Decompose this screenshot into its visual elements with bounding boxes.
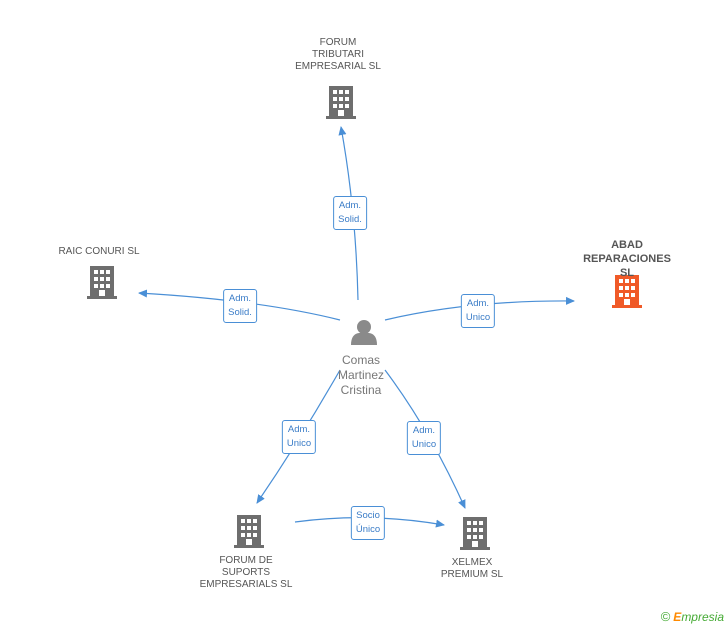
- brand-initial: E: [673, 610, 682, 624]
- node-label-abad[interactable]: ABAD REPARACIONES SL: [583, 239, 671, 279]
- node-label-person[interactable]: Comas Martinez Cristina: [337, 353, 385, 397]
- empresia-logo[interactable]: ©Empresia: [661, 609, 724, 624]
- building-icon[interactable]: [234, 515, 264, 548]
- edge-label-to-abad[interactable]: Adm. Unico: [460, 294, 496, 328]
- edge-label-to-forum-suports[interactable]: Adm. Unico: [281, 420, 317, 454]
- copyright-icon: ©: [660, 609, 671, 624]
- building-icon[interactable]: [326, 86, 356, 119]
- person-icon[interactable]: [351, 320, 377, 345]
- edge-label-to-raic-conuri[interactable]: Adm. Solid.: [223, 289, 257, 323]
- building-icon[interactable]: [87, 266, 117, 299]
- node-label-forum-suports[interactable]: FORUM DE SUPORTS EMPRESARIALS SL: [199, 555, 293, 590]
- brand-name: mpresia: [681, 610, 724, 624]
- node-label-xelmex[interactable]: XELMEX PREMIUM SL: [440, 557, 504, 580]
- edge-label-to-xelmex[interactable]: Adm. Unico: [406, 421, 442, 455]
- building-icon[interactable]: [460, 517, 490, 550]
- node-label-forum-tributari[interactable]: FORUM TRIBUTARI EMPRESARIAL SL: [295, 37, 381, 72]
- edge-label-to-forum-tributari[interactable]: Adm. Solid.: [333, 196, 367, 230]
- node-label-raic-conuri[interactable]: RAIC CONURI SL: [58, 246, 140, 257]
- building-highlight-icon[interactable]: [612, 275, 642, 308]
- edge-label-suports-to-xelmex[interactable]: Socio Único: [350, 506, 386, 540]
